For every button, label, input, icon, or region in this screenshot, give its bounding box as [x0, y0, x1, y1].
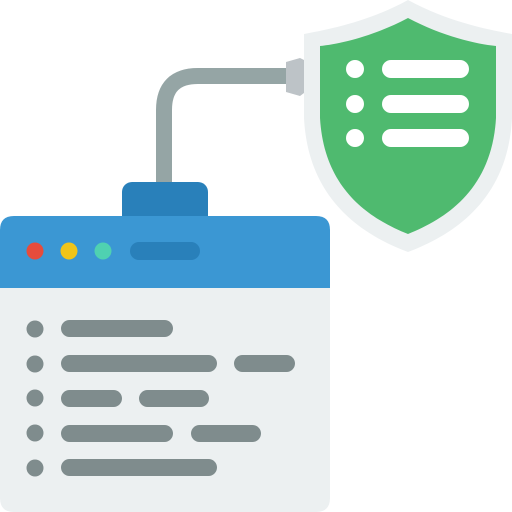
maximize-dot-icon	[94, 242, 112, 260]
browser-window-icon	[0, 216, 330, 512]
bullet-dot-icon	[26, 389, 44, 407]
address-bar	[130, 242, 200, 260]
security-shield-icon	[304, 0, 512, 252]
shield-line	[382, 60, 469, 78]
connector-cable-icon	[156, 68, 298, 198]
content-line	[61, 425, 173, 442]
content-line	[61, 390, 122, 407]
plug-icon	[122, 182, 208, 226]
content-line	[191, 425, 261, 442]
shield-line	[382, 129, 469, 147]
content-list	[26, 320, 295, 477]
shield-line	[382, 95, 469, 113]
content-line	[234, 355, 295, 372]
bullet-dot-icon	[26, 424, 44, 442]
bullet-dot-icon	[26, 320, 44, 338]
bullet-dot-icon	[26, 355, 44, 373]
shield-checklist	[346, 60, 469, 147]
shield-bullet-icon	[346, 95, 364, 113]
minimize-dot-icon	[60, 242, 78, 260]
close-dot-icon	[26, 242, 44, 260]
content-line	[61, 355, 217, 372]
shield-bullet-icon	[346, 60, 364, 78]
content-line	[61, 320, 173, 337]
content-line	[139, 390, 209, 407]
content-line	[61, 459, 217, 476]
bullet-dot-icon	[26, 459, 44, 477]
cable-plug-icon	[286, 58, 308, 96]
shield-bullet-icon	[346, 129, 364, 147]
